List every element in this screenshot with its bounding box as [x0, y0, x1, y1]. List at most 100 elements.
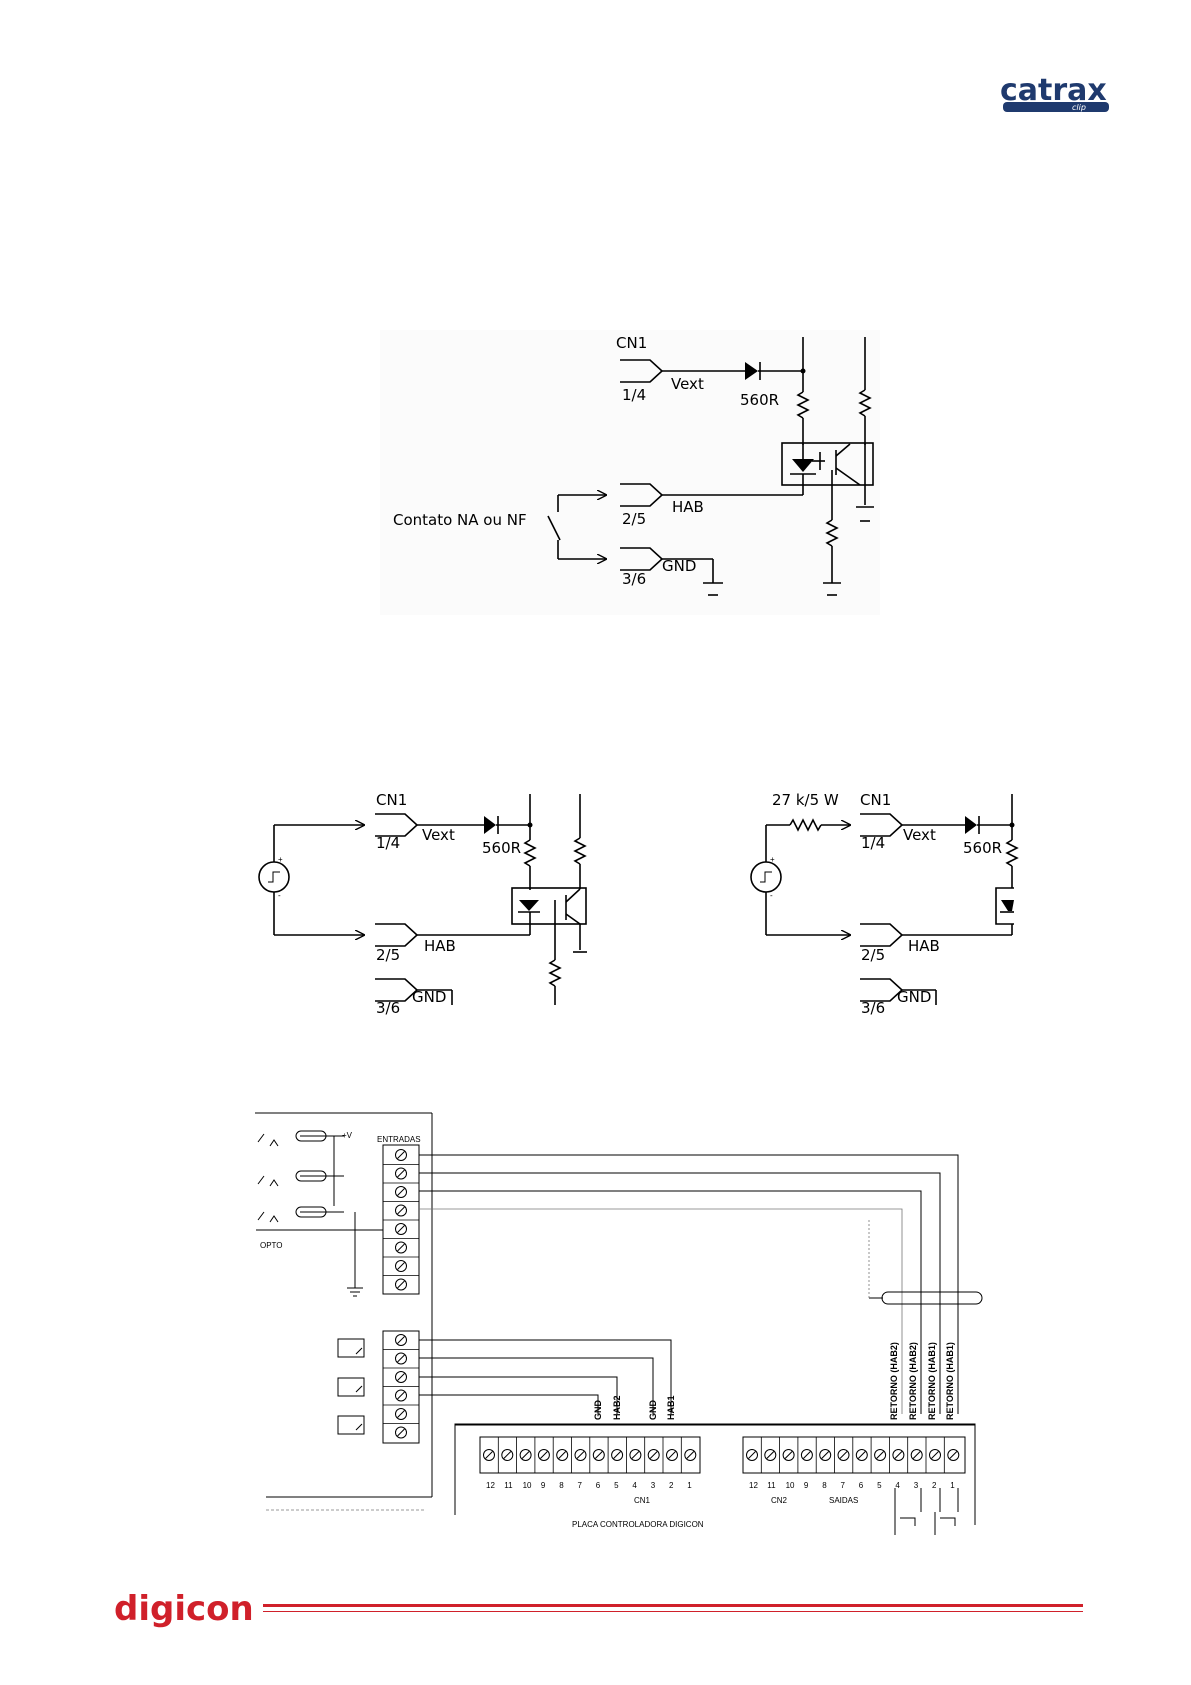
cn2-pin-number: 4 [895, 1481, 900, 1490]
c2-pin-hab: 2/5 [376, 946, 400, 964]
cn2-screw [837, 1449, 850, 1461]
relay-3-icon [337, 1415, 365, 1435]
digicon-logo-text: digicon [114, 1589, 254, 1629]
c3-optocoupler [995, 887, 1014, 925]
c2-resistor-560 [523, 839, 537, 867]
catrax-logo-sub: clip [1072, 103, 1086, 112]
cn1-wire-label: HAB1 [666, 1395, 676, 1420]
cn1-screw [574, 1449, 587, 1461]
entradas-screw [395, 1223, 407, 1235]
entradas-terminal-block: ENTRADAS [377, 1135, 421, 1295]
c1-vext-label: Vext [671, 375, 704, 393]
c3-connector-vext [860, 813, 904, 837]
c2-resistor-lower [548, 959, 562, 987]
cn2-strip [742, 1436, 966, 1474]
c1-contact-label: Contato NA ou NF [393, 511, 527, 529]
cn2-screw [929, 1449, 941, 1461]
entradas-block [382, 1144, 420, 1295]
c1-switch [547, 515, 561, 541]
cn1-pin-number: 2 [669, 1481, 674, 1490]
c2-connector-vext [375, 813, 419, 837]
cn2-pin-number: 5 [877, 1481, 882, 1490]
cn1-screw [629, 1449, 642, 1461]
c3-vext-label: Vext [903, 826, 936, 844]
c3-resistor-label: 560R [963, 839, 1002, 857]
cn1-pin-number: 10 [523, 1481, 532, 1490]
c3-series-resistor [789, 818, 822, 832]
c1-connector-label: CN1 [616, 334, 647, 352]
entradas-screw [395, 1241, 407, 1254]
c1-diode [745, 362, 758, 380]
opto-plus-v-label: +V [342, 1131, 353, 1140]
catrax-logo-bar [1003, 102, 1109, 112]
circuit-2-voltage-source: CN1 1/4 Vext 560R 2/5 HAB 3/6 GN [258, 791, 587, 1017]
c2-connector-hab [375, 923, 419, 947]
cn2-pin-number: 8 [822, 1481, 827, 1490]
cn1-pin-number: 7 [578, 1481, 583, 1490]
cn1-wire-label: HAB2 [612, 1395, 622, 1420]
opto-label: OPTO [260, 1241, 283, 1250]
entradas-screw [395, 1204, 407, 1217]
wiring-diagram: +V OPTO ENTRADAS [255, 1112, 983, 1535]
c1-pin-gnd: 3/6 [622, 570, 646, 588]
retorno-wire-label: RETORNO (HAB1) [927, 1342, 937, 1420]
cn1-wire-label: GND [648, 1400, 658, 1421]
c2-resistor-label: 560R [482, 839, 521, 857]
entradas-screw [395, 1149, 407, 1161]
c2-optocoupler [511, 887, 587, 925]
relay-screw [395, 1426, 407, 1439]
c2-pin-gnd: 3/6 [376, 999, 400, 1017]
cn1-screw [519, 1449, 532, 1461]
c3-connector-label: CN1 [860, 791, 891, 809]
circuit-1-bg [380, 330, 880, 615]
circuit-1-contact: CN1 1/4 Vext 560R [380, 330, 880, 615]
relay-screw [395, 1334, 407, 1346]
c3-pin-vext: 1/4 [861, 834, 885, 852]
cn1-pin-number: 3 [651, 1481, 656, 1490]
retorno-wire-label: RETORNO (HAB2) [908, 1342, 918, 1420]
c3-gnd-label: GND [897, 988, 931, 1006]
catrax-logo: catrax clip [1000, 73, 1109, 112]
cn1-pin-number: 4 [632, 1481, 637, 1490]
cn1-label: CN1 [634, 1496, 651, 1505]
board-label: PLACA CONTROLADORA DIGICON [572, 1520, 704, 1529]
c1-resistor-label: 560R [740, 391, 779, 409]
c3-connector-hab [860, 923, 904, 947]
cn2-pin-number: 10 [786, 1481, 795, 1490]
entradas-screw [395, 1278, 407, 1291]
cn1-pin-number: 11 [504, 1481, 513, 1490]
c2-gnd-label: GND [412, 988, 446, 1006]
cn2-screw [819, 1449, 832, 1461]
c2-diode [484, 816, 496, 834]
c1-gnd-label: GND [662, 557, 696, 575]
cable-shield [881, 1291, 983, 1305]
cn2-screw [782, 1449, 795, 1461]
relay-1-icon [337, 1338, 365, 1358]
entradas-screw [395, 1260, 407, 1272]
c3-pin-gnd: 3/6 [861, 999, 885, 1017]
cn2-relay-contact-1 [894, 1512, 916, 1535]
relay-block [382, 1330, 420, 1444]
entradas-screw [395, 1167, 407, 1180]
footer-rule [263, 1604, 1083, 1607]
cn1-screw [666, 1449, 678, 1461]
c3-voltage-source [750, 861, 782, 893]
cn1-screw [647, 1449, 660, 1461]
c1-pin-vext: 1/4 [622, 386, 646, 404]
saidas-label: SAIDAS [829, 1496, 858, 1505]
cn1-pin-number: 8 [559, 1481, 564, 1490]
c2-connector-gnd [375, 978, 419, 1002]
cn2-pin-number: 6 [859, 1481, 864, 1490]
cn1-pin-number: 12 [486, 1481, 495, 1490]
c1-pin-hab: 2/5 [622, 510, 646, 528]
c2-src-plus: + [278, 855, 283, 864]
c3-resistor-560 [1005, 839, 1019, 867]
cn2-relay-contact-2 [934, 1512, 956, 1535]
relay-screw [395, 1389, 407, 1402]
c1-resistor-lower [825, 519, 839, 547]
cn2-pin-number: 3 [914, 1481, 919, 1490]
c2-connector-label: CN1 [376, 791, 407, 809]
relay-screw [395, 1408, 407, 1420]
cn1-screw [592, 1449, 605, 1461]
